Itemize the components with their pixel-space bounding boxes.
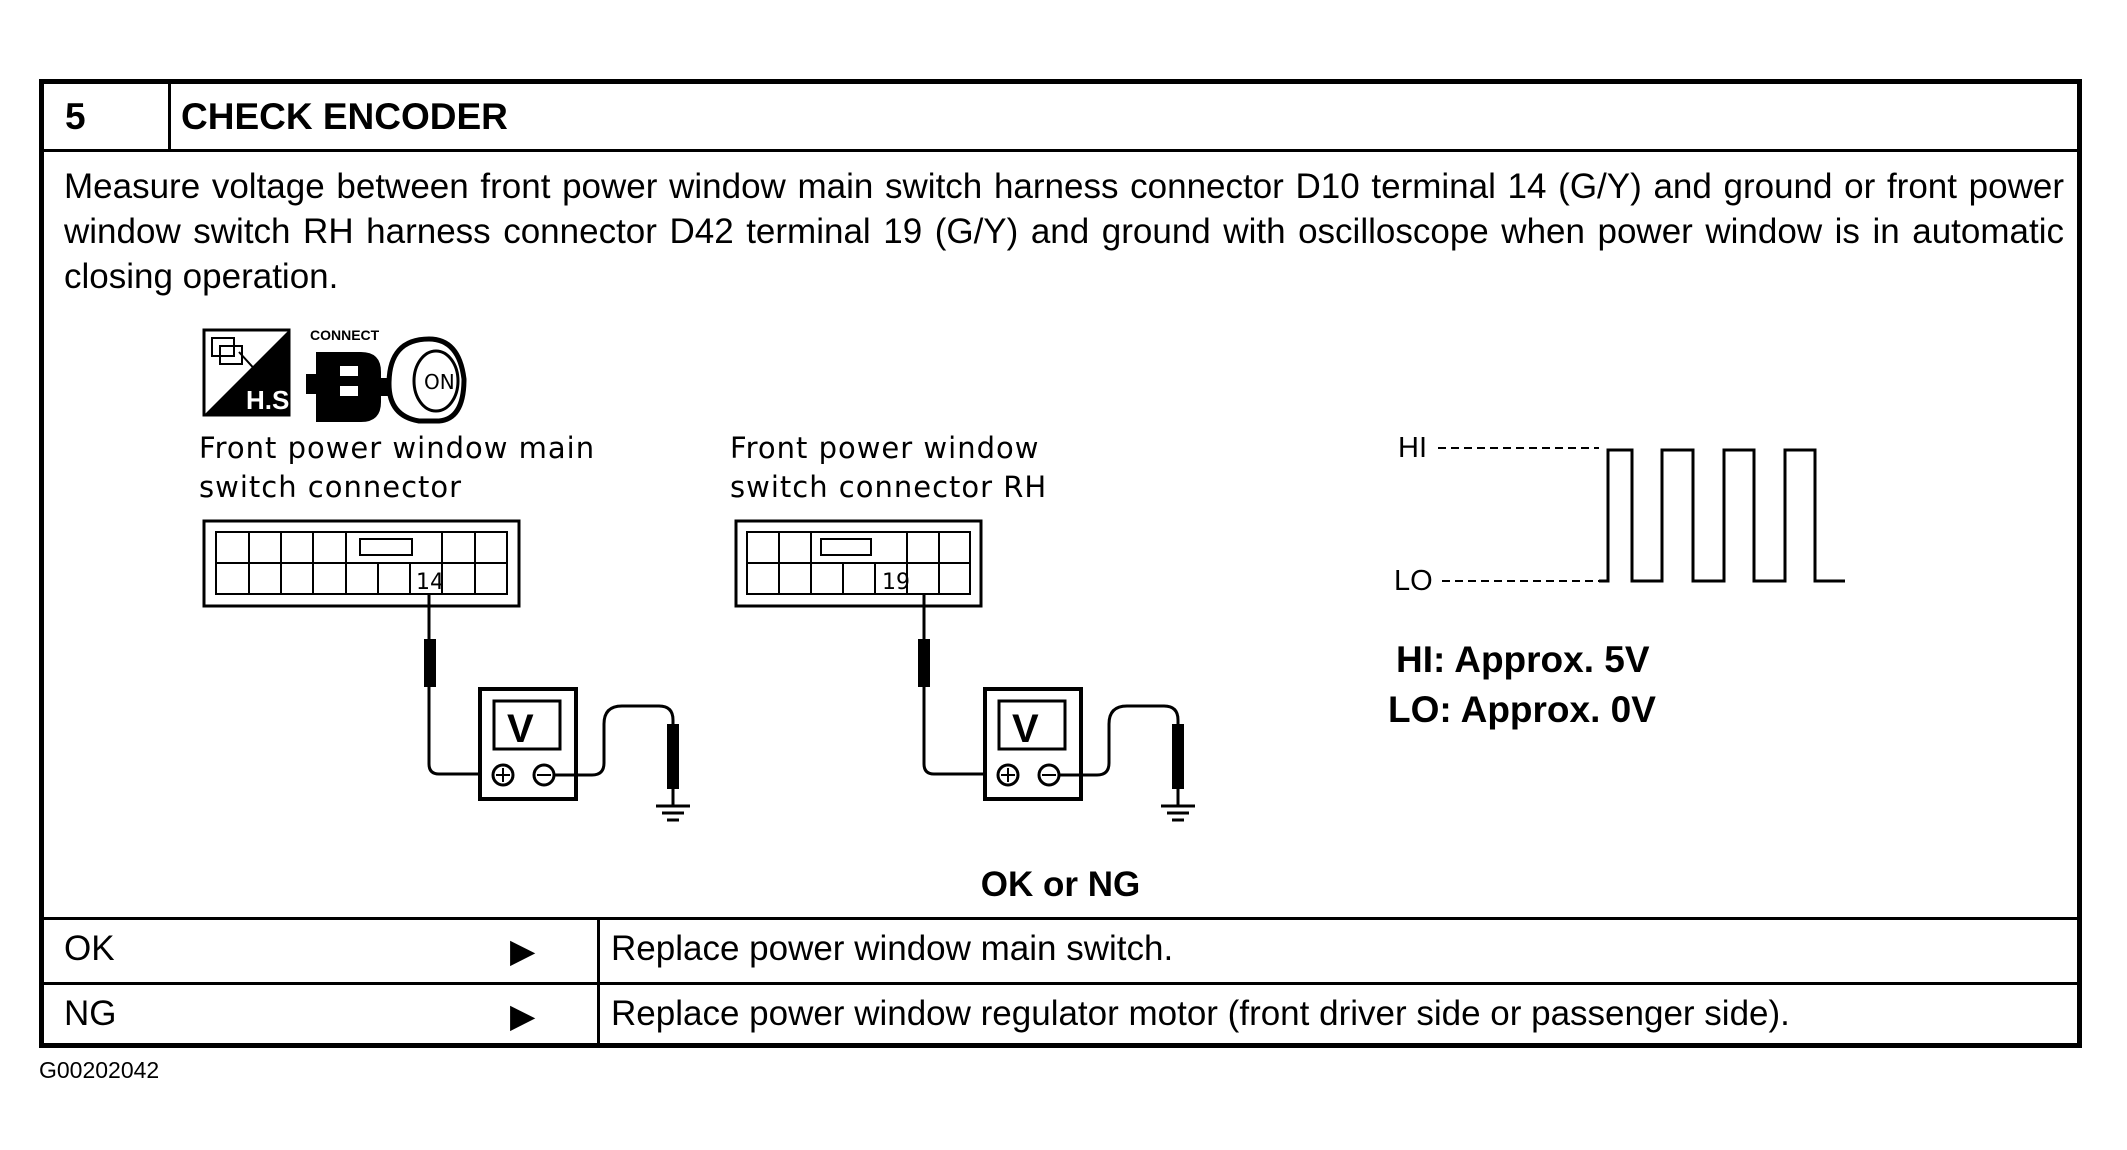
voltmeter-1-label: V	[507, 707, 534, 751]
results-top-divider	[44, 917, 2077, 920]
result-ng-action: Replace power window regulator motor (fr…	[611, 994, 1790, 1033]
connector-1-label-line1: Front power window main	[199, 431, 595, 465]
connector-2-label-line2: switch connector RH	[730, 470, 1047, 504]
header-divider	[44, 149, 2077, 152]
arrow-right-icon: ▶	[510, 932, 536, 969]
connector-2-terminal: 19	[882, 570, 910, 595]
hi-voltage-spec: HI: Approx. 5V	[1396, 639, 1650, 680]
connect-icon-label: CONNECT	[310, 327, 380, 343]
results-row-divider	[44, 982, 2077, 985]
encoder-waveform: HI LO HI: Approx. 5V LO: Approx. 0V	[1388, 432, 1845, 730]
result-ng-label: NG	[64, 994, 117, 1033]
result-heading: OK or NG	[980, 865, 1141, 904]
ignition-icon-label: ON	[424, 370, 455, 394]
connector-1-terminal: 14	[416, 570, 444, 595]
waveform-hi-label: HI	[1398, 432, 1427, 464]
instruction-text: Measure voltage between front power wind…	[64, 167, 2064, 296]
harness-icon-label: H.S.	[246, 385, 297, 415]
header-column-divider	[168, 84, 171, 149]
connector-1-label-line2: switch connector	[199, 470, 462, 504]
step-title: CHECK ENCODER	[181, 96, 508, 137]
voltmeter-2: V	[918, 594, 1195, 822]
ignition-on-icon: ON	[386, 336, 467, 424]
connector-1-body: 14	[202, 519, 521, 608]
voltmeter-2-label: V	[1012, 707, 1039, 751]
waveform-lo-label: LO	[1394, 565, 1433, 597]
result-ok-action: Replace power window main switch.	[611, 929, 1174, 968]
connector-2-label-line1: Front power window	[730, 431, 1039, 465]
procedure-table: 5 CHECK ENCODER Measure voltage between …	[39, 79, 2082, 1048]
step-number: 5	[65, 96, 86, 137]
figure-code: G00202042	[39, 1057, 160, 1083]
result-ok-label: OK	[64, 929, 115, 968]
harness-icon: H.S.	[202, 328, 297, 417]
arrow-right-icon: ▶	[510, 997, 536, 1034]
lo-voltage-spec: LO: Approx. 0V	[1388, 689, 1656, 730]
connector-2-body: 19	[734, 519, 983, 608]
results-column-divider	[597, 917, 600, 1048]
voltmeter-1: V	[424, 594, 690, 822]
measurement-diagram: H.S. CONNECT ON Front power window main …	[199, 327, 1845, 822]
connect-icon: CONNECT	[306, 327, 391, 422]
